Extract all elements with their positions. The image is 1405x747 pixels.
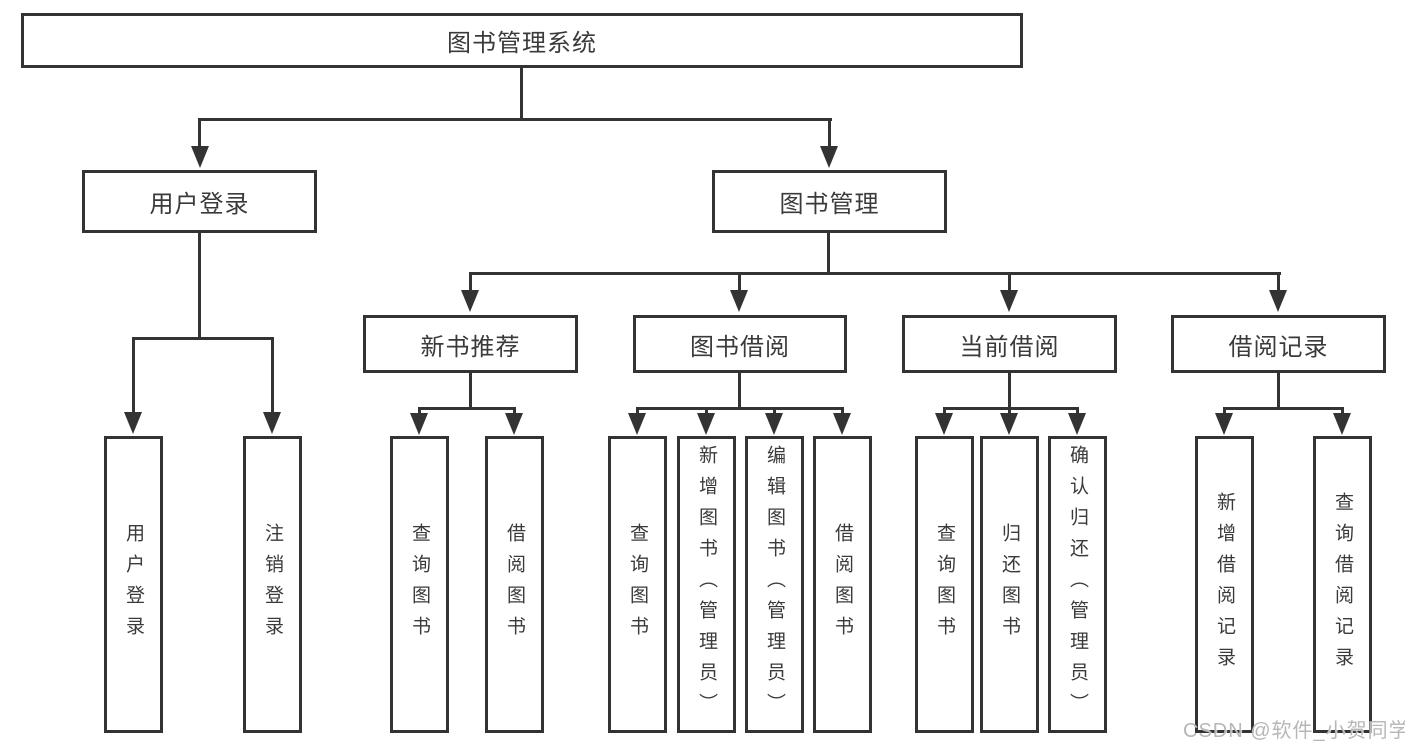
node-book-management: 图书管理 [712, 170, 947, 233]
connector-arrow-stem [828, 118, 831, 148]
leaf-add-borrow-record: 新增借阅记录 [1195, 436, 1254, 733]
arrow-down-icon [410, 413, 428, 435]
connector-arrow-stem [943, 407, 946, 415]
node-new-book-recommend: 新书推荐 [363, 315, 578, 373]
node-label: 图书管理系统 [447, 30, 597, 57]
node-label: 借阅记录 [1228, 333, 1329, 361]
node-label: 图书借阅 [690, 333, 790, 361]
leaf-query-borrow-record: 查询借阅记录 [1313, 436, 1372, 733]
leaf-confirm-return-admin: 确认归还（管理员） [1048, 436, 1107, 733]
leaf-user-login: 用户登录 [104, 436, 163, 733]
arrow-down-icon [765, 413, 783, 435]
connector-arrow-stem [1076, 407, 1079, 415]
connector-current-hline [943, 407, 1079, 410]
connector-root-stem [520, 68, 523, 118]
leaf-label: 查询借阅记录 [1332, 491, 1353, 678]
leaf-query-book-current: 查询图书 [915, 436, 974, 733]
leaf-borrow-book: 借阅图书 [813, 436, 872, 733]
connector-arrow-stem [1008, 272, 1011, 292]
leaf-label: 查询图书 [627, 522, 648, 647]
node-borrow-record: 借阅记录 [1171, 315, 1386, 373]
leaf-logout: 注销登录 [243, 436, 302, 733]
connector-arrow-stem [1008, 407, 1011, 415]
arrow-down-icon [833, 413, 851, 435]
arrow-down-icon [628, 413, 646, 435]
arrow-down-icon [461, 290, 479, 312]
node-label: 图书管理 [779, 191, 880, 218]
connector-current-stem [1008, 373, 1011, 407]
connector-book-management-stem [827, 233, 830, 272]
leaf-label: 借阅图书 [832, 522, 853, 647]
node-library-management-system: 图书管理系统 [21, 13, 1023, 68]
arrow-down-icon [1269, 290, 1287, 312]
connector-arrow-stem [1277, 272, 1280, 292]
arrow-down-icon [1000, 413, 1018, 435]
leaf-label: 借阅图书 [504, 522, 525, 647]
connector-record-hline [1223, 407, 1344, 410]
connector-user-login-stem [198, 233, 201, 337]
leaf-borrow-book-recommend: 借阅图书 [485, 436, 544, 733]
leaf-label: 归还图书 [999, 522, 1020, 647]
connector-arrow-stem [1223, 407, 1226, 415]
arrow-down-icon [1215, 413, 1233, 435]
leaf-label: 确认归还（管理员） [1067, 445, 1088, 724]
connector-level1-hline [198, 118, 832, 121]
connector-arrow-stem [513, 407, 516, 415]
arrow-down-icon [1333, 413, 1351, 435]
leaf-label: 用户登录 [123, 522, 144, 647]
arrow-down-icon [191, 146, 209, 168]
connector-borrow-hline [636, 407, 844, 410]
connector-level2-hline [469, 272, 1281, 275]
arrow-down-icon [820, 146, 838, 168]
leaf-label: 新增图书（管理员） [696, 445, 717, 724]
connector-arrow-stem [418, 407, 421, 415]
leaf-label: 编辑图书（管理员） [764, 445, 785, 724]
connector-recommend-stem [469, 373, 472, 407]
arrow-down-icon [730, 290, 748, 312]
node-user-login: 用户登录 [82, 170, 317, 233]
leaf-return-book: 归还图书 [980, 436, 1039, 733]
arrow-down-icon [263, 412, 281, 434]
arrow-down-icon [1000, 290, 1018, 312]
connector-record-stem [1277, 373, 1280, 407]
leaf-query-book-recommend: 查询图书 [390, 436, 449, 733]
arrow-down-icon [505, 413, 523, 435]
connector-arrow-stem [132, 337, 135, 414]
connector-arrow-stem [773, 407, 776, 415]
connector-arrow-stem [705, 407, 708, 415]
csdn-watermark: CSDN @软件_小贺同学 [1183, 720, 1405, 742]
connector-arrow-stem [738, 272, 741, 292]
arrow-down-icon [1068, 413, 1086, 435]
connector-arrow-stem [198, 118, 201, 148]
node-book-borrow: 图书借阅 [633, 315, 847, 373]
connector-arrow-stem [1341, 407, 1344, 415]
arrow-down-icon [697, 413, 715, 435]
connector-arrow-stem [841, 407, 844, 415]
leaf-label: 新增借阅记录 [1214, 491, 1235, 678]
node-current-borrow: 当前借阅 [902, 315, 1117, 373]
leaf-label: 查询图书 [409, 522, 430, 647]
arrow-down-icon [935, 413, 953, 435]
leaf-label: 查询图书 [934, 522, 955, 647]
node-label: 用户登录 [149, 191, 250, 218]
connector-user-login-hline [132, 337, 274, 340]
node-label: 当前借阅 [959, 333, 1060, 361]
connector-arrow-stem [636, 407, 639, 415]
connector-recommend-hline [418, 407, 516, 410]
connector-borrow-stem [738, 373, 741, 407]
leaf-query-book-borrow: 查询图书 [608, 436, 667, 733]
arrow-down-icon [124, 412, 142, 434]
node-label: 新书推荐 [420, 333, 521, 361]
leaf-label: 注销登录 [262, 522, 283, 647]
leaf-edit-book-admin: 编辑图书（管理员） [745, 436, 804, 733]
leaf-add-book-admin: 新增图书（管理员） [677, 436, 736, 733]
connector-arrow-stem [271, 337, 274, 414]
connector-arrow-stem [469, 272, 472, 292]
